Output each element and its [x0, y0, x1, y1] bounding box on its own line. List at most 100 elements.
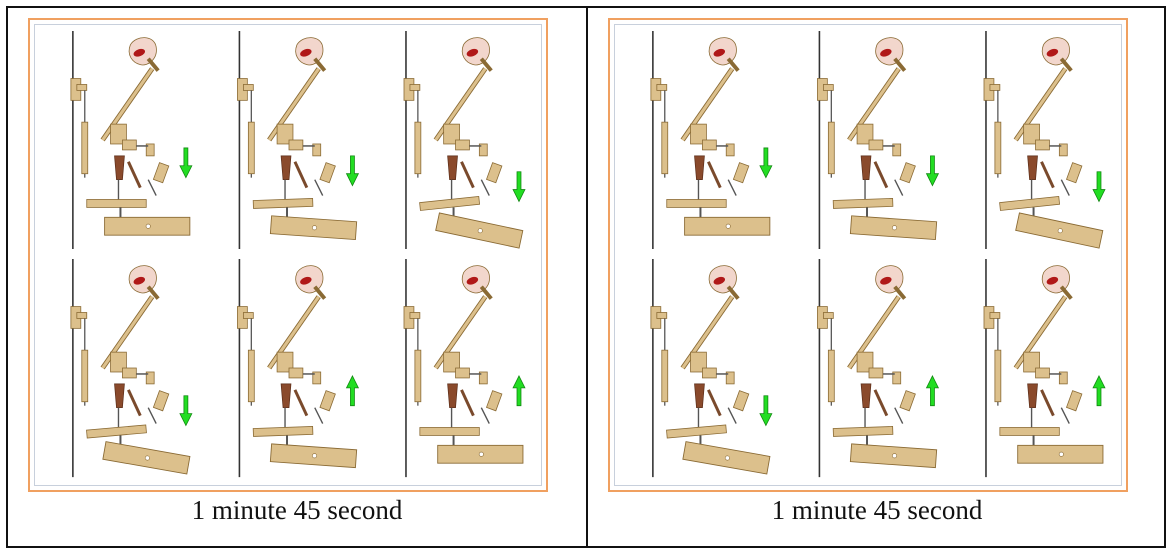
jack-block: [702, 139, 717, 151]
piano-key: [435, 212, 524, 249]
backcheck-wire: [480, 407, 490, 424]
key-balance-hole: [144, 455, 150, 461]
piano-key: [269, 215, 358, 241]
damper-stick: [827, 349, 835, 403]
flange-block: [856, 123, 874, 145]
jack-lever: [860, 155, 872, 181]
arrow-down-icon: [179, 147, 193, 179]
regulating-button: [725, 143, 735, 157]
arrow-up-icon: [1092, 375, 1106, 407]
bridle-rail: [419, 427, 480, 436]
piano-key: [849, 215, 938, 241]
animation-canvas-right: [614, 24, 1122, 486]
damper-stick: [414, 349, 422, 403]
regulating-button: [892, 371, 902, 385]
spring-rail: [1040, 161, 1055, 189]
backcheck-wire: [1060, 407, 1070, 424]
piano-key: [104, 216, 191, 236]
piano-action-grid-left: [70, 30, 526, 478]
key-balance-hole: [312, 453, 317, 459]
damper-stick: [247, 121, 255, 175]
damper-lever: [822, 84, 834, 91]
jack-lever: [860, 383, 872, 409]
jack-lever: [114, 155, 125, 181]
hammer-neck: [313, 285, 327, 300]
backcheck: [1065, 390, 1083, 412]
key-balance-hole: [312, 225, 317, 231]
spring-rail: [873, 389, 889, 417]
flange-block: [1023, 123, 1040, 145]
jack-lever: [280, 155, 292, 181]
regulating-button: [145, 143, 155, 157]
bridle-rail: [999, 427, 1060, 436]
hammer-neck: [313, 57, 327, 72]
action-panel: [817, 30, 940, 250]
jack-block: [868, 367, 884, 379]
jack-block: [455, 139, 470, 151]
key-balance-hole: [1058, 451, 1064, 457]
backcheck-wire: [147, 407, 157, 424]
hammer-shank-inner: [1014, 295, 1067, 369]
piano-action-grid-right: [650, 30, 1106, 478]
hammer-shank-inner: [847, 295, 901, 369]
jack-lever: [447, 383, 458, 409]
table-divider: [586, 6, 588, 548]
jack-lever: [114, 383, 125, 409]
backcheck: [152, 390, 170, 412]
action-panel: [237, 258, 360, 478]
damper-stick: [827, 121, 835, 175]
arrow-down-icon: [925, 155, 940, 187]
arrow-down-icon: [759, 147, 773, 179]
caption-left: 1 minute 45 second: [191, 495, 403, 525]
damper-stick: [994, 121, 1002, 175]
action-panel: [70, 30, 193, 250]
hammer-neck: [146, 57, 160, 72]
hammer-neck: [726, 57, 740, 72]
spring-rail: [873, 161, 889, 189]
arrow-up-icon: [925, 375, 940, 407]
damper-lever: [242, 312, 254, 319]
damper-lever: [989, 84, 1001, 91]
backcheck-wire: [894, 179, 904, 196]
hammer-neck: [1059, 57, 1073, 72]
hammer-neck: [479, 57, 493, 72]
spring-rail: [293, 161, 309, 189]
damper-lever: [76, 84, 88, 91]
piano-key: [684, 216, 771, 236]
backcheck-wire: [480, 179, 490, 196]
backcheck-wire: [314, 407, 324, 424]
jack-lever: [1027, 155, 1038, 181]
key-balance-hole: [725, 223, 731, 229]
spring-rail: [127, 389, 142, 417]
hammer-shank-inner: [434, 295, 487, 369]
jack-lever: [694, 155, 705, 181]
key-balance-hole: [892, 453, 897, 459]
regulating-button: [478, 371, 488, 385]
piano-key: [269, 443, 358, 469]
flange-block: [276, 123, 294, 145]
backcheck: [732, 162, 750, 184]
animation-frame-left: [28, 18, 548, 492]
action-panel: [403, 258, 526, 478]
hammer-shank-inner: [101, 295, 154, 369]
bridle-rail: [252, 426, 314, 437]
damper-lever: [656, 312, 668, 319]
flange-block: [110, 123, 127, 145]
action-panel: [983, 30, 1106, 250]
flange-block: [690, 123, 707, 145]
jack-block: [288, 367, 304, 379]
spring-rail: [460, 161, 475, 189]
damper-stick: [994, 349, 1002, 403]
backcheck-wire: [727, 179, 737, 196]
jack-lever: [280, 383, 292, 409]
jack-lever: [694, 383, 705, 409]
arrow-up-icon: [345, 375, 360, 407]
left-cell: 1 minute 45 second: [8, 8, 586, 546]
action-panel: [983, 258, 1106, 478]
hammer-core: [466, 276, 479, 285]
piano-key: [437, 444, 524, 464]
hammer-neck: [146, 285, 160, 300]
hammer-core: [133, 276, 146, 285]
flange-block: [110, 351, 127, 373]
backcheck: [319, 162, 336, 184]
